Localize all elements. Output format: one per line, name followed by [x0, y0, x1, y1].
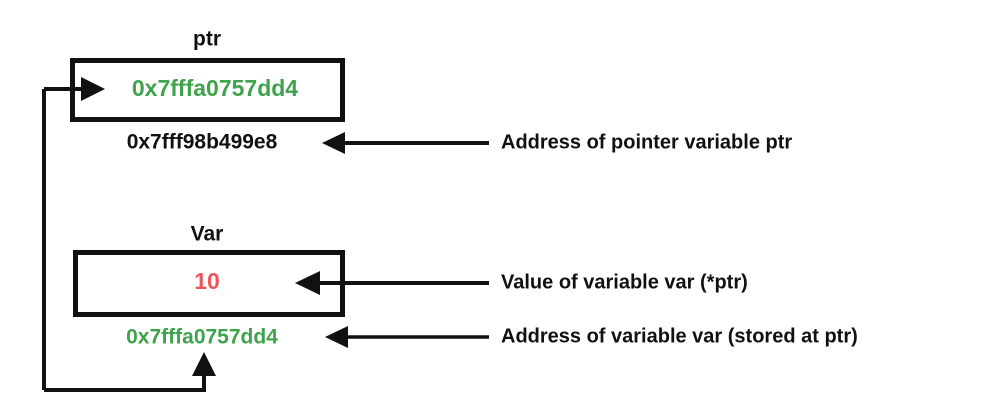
annotation-label-value-of-variable: Value of variable var (*ptr) [501, 271, 748, 293]
annotation-arrow-head-2 [295, 271, 320, 295]
var-address-below: 0x7fffa0757dd4 [126, 326, 278, 349]
var-cell-value: 10 [194, 268, 220, 294]
annotation-label-address-of-variable: Address of variable var (stored at ptr) [501, 325, 858, 347]
ptr-box-title: ptr [193, 28, 221, 51]
var-box-title: Var [191, 223, 224, 246]
loop-arrow-head-up [192, 352, 216, 376]
ptr-cell-value: 0x7fffa0757dd4 [132, 75, 298, 101]
ptr-address-below: 0x7fff98b499e8 [127, 131, 278, 154]
annotation-arrow-head-1 [322, 132, 345, 154]
annotation-arrow-head-3 [325, 326, 348, 348]
annotation-label-address-of-pointer: Address of pointer variable ptr [501, 131, 792, 153]
loop-arrow-head-right [81, 77, 105, 101]
